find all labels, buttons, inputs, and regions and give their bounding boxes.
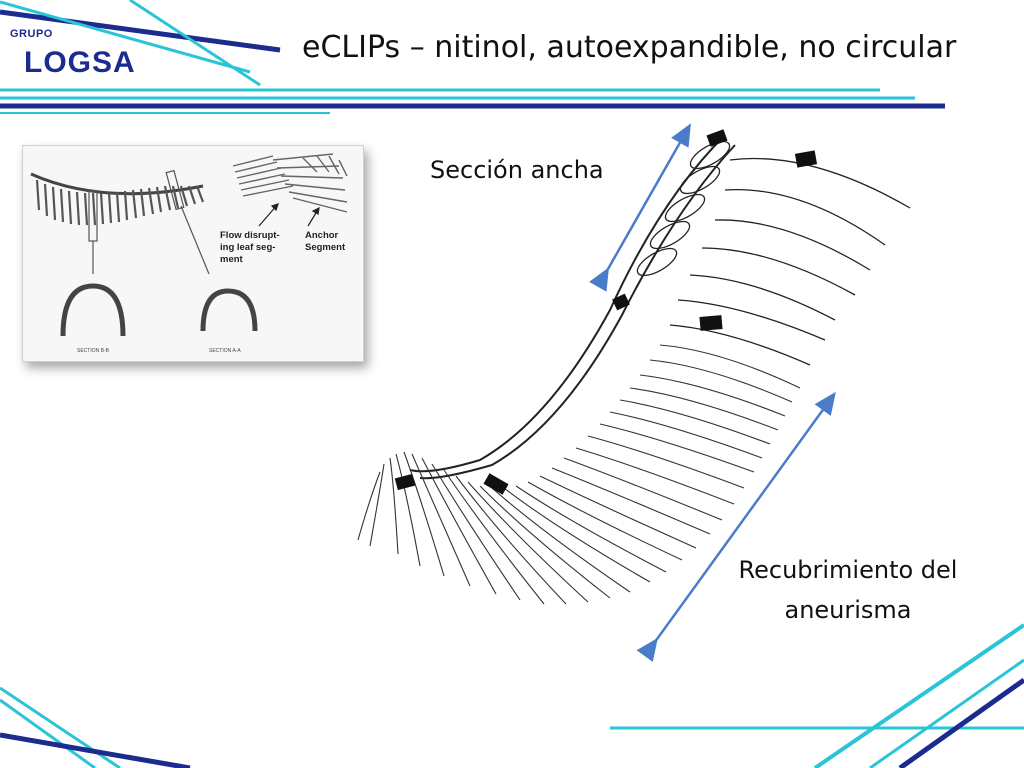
- wide-section-arrow: [589, 123, 691, 292]
- cross-sections: [60, 283, 258, 337]
- footer-stripes: [0, 623, 1024, 768]
- flow-disrupting-label: Flow disrupt- ing leaf seg- ment: [220, 230, 280, 265]
- coverage-label: Recubrimiento del aneurisma: [738, 556, 958, 624]
- caption-section-b: SECTION B-B: [77, 348, 109, 354]
- inset-technical-drawing: Flow disrupt- ing leaf seg- ment Anchor …: [22, 145, 364, 362]
- radiopaque-markers: [394, 129, 818, 495]
- anchor-segment-drawing: [232, 153, 348, 213]
- slide-title: eCLIPs – nitinol, autoexpandible, no cir…: [302, 30, 957, 65]
- anchor-segment-label: Anchor Segment: [305, 230, 346, 253]
- inset-pointers: [258, 203, 320, 227]
- logo-group-label: GRUPO: [10, 28, 53, 40]
- inset-drawing: [30, 153, 348, 337]
- logo-wordmark: LOGSA: [24, 46, 136, 79]
- coverage-arrow: [636, 391, 836, 662]
- caption-section-a: SECTION A-A: [209, 348, 241, 354]
- header-stripes: [0, 0, 945, 114]
- wide-section-label: Sección ancha: [430, 156, 604, 184]
- section-markers: [88, 169, 210, 275]
